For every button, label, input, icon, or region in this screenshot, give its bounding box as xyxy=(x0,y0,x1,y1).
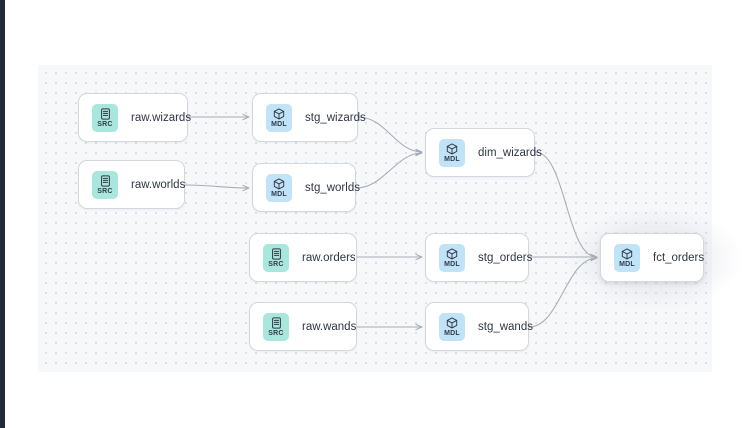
node-kind-label: MDL xyxy=(444,329,460,337)
node-label: stg_wands xyxy=(478,320,533,333)
node-kind-label: SRC xyxy=(97,187,113,195)
lineage-node-raw_wands[interactable]: SRC raw.wands xyxy=(249,302,357,351)
database-icon: SRC xyxy=(92,170,118,199)
node-kind-label: SRC xyxy=(97,120,113,128)
cube-icon: MDL xyxy=(439,138,465,167)
database-icon: SRC xyxy=(263,312,289,341)
node-label: raw.orders xyxy=(302,251,356,264)
node-label: stg_wizards xyxy=(305,111,366,124)
cube-icon: MDL xyxy=(266,173,292,202)
node-label: raw.wizards xyxy=(131,111,192,124)
lineage-node-dim_wizards[interactable]: MDL dim_wizards xyxy=(425,128,542,177)
node-kind-label: MDL xyxy=(444,155,460,163)
cube-icon: MDL xyxy=(439,312,465,341)
node-label: raw.wands xyxy=(302,320,357,333)
lineage-node-stg_worlds[interactable]: MDL stg_worlds xyxy=(252,163,360,212)
node-label: stg_orders xyxy=(478,251,533,264)
left-rail xyxy=(0,0,5,428)
lineage-node-raw_orders[interactable]: SRC raw.orders xyxy=(249,233,357,282)
lineage-node-stg_wizards[interactable]: MDL stg_wizards xyxy=(252,93,366,142)
node-kind-label: MDL xyxy=(271,190,287,198)
lineage-node-raw_worlds[interactable]: SRC raw.worlds xyxy=(78,160,185,209)
database-icon: SRC xyxy=(263,243,289,272)
node-label: stg_worlds xyxy=(305,181,360,194)
node-kind-label: MDL xyxy=(619,260,635,268)
lineage-node-raw_wizards[interactable]: SRC raw.wizards xyxy=(78,93,192,142)
cube-icon: MDL xyxy=(614,243,640,272)
cube-icon: MDL xyxy=(266,103,292,132)
node-label: dim_wizards xyxy=(478,146,542,159)
node-label: raw.worlds xyxy=(131,178,186,191)
lineage-node-stg_orders[interactable]: MDL stg_orders xyxy=(425,233,533,282)
node-label: fct_orders xyxy=(653,251,705,264)
node-kind-label: MDL xyxy=(271,120,287,128)
lineage-node-stg_wands[interactable]: MDL stg_wands xyxy=(425,302,533,351)
cube-icon: MDL xyxy=(439,243,465,272)
database-icon: SRC xyxy=(92,103,118,132)
node-kind-label: SRC xyxy=(268,329,284,337)
lineage-node-fct_orders[interactable]: MDL fct_orders xyxy=(600,233,704,282)
node-kind-label: SRC xyxy=(268,260,284,268)
node-kind-label: MDL xyxy=(444,260,460,268)
